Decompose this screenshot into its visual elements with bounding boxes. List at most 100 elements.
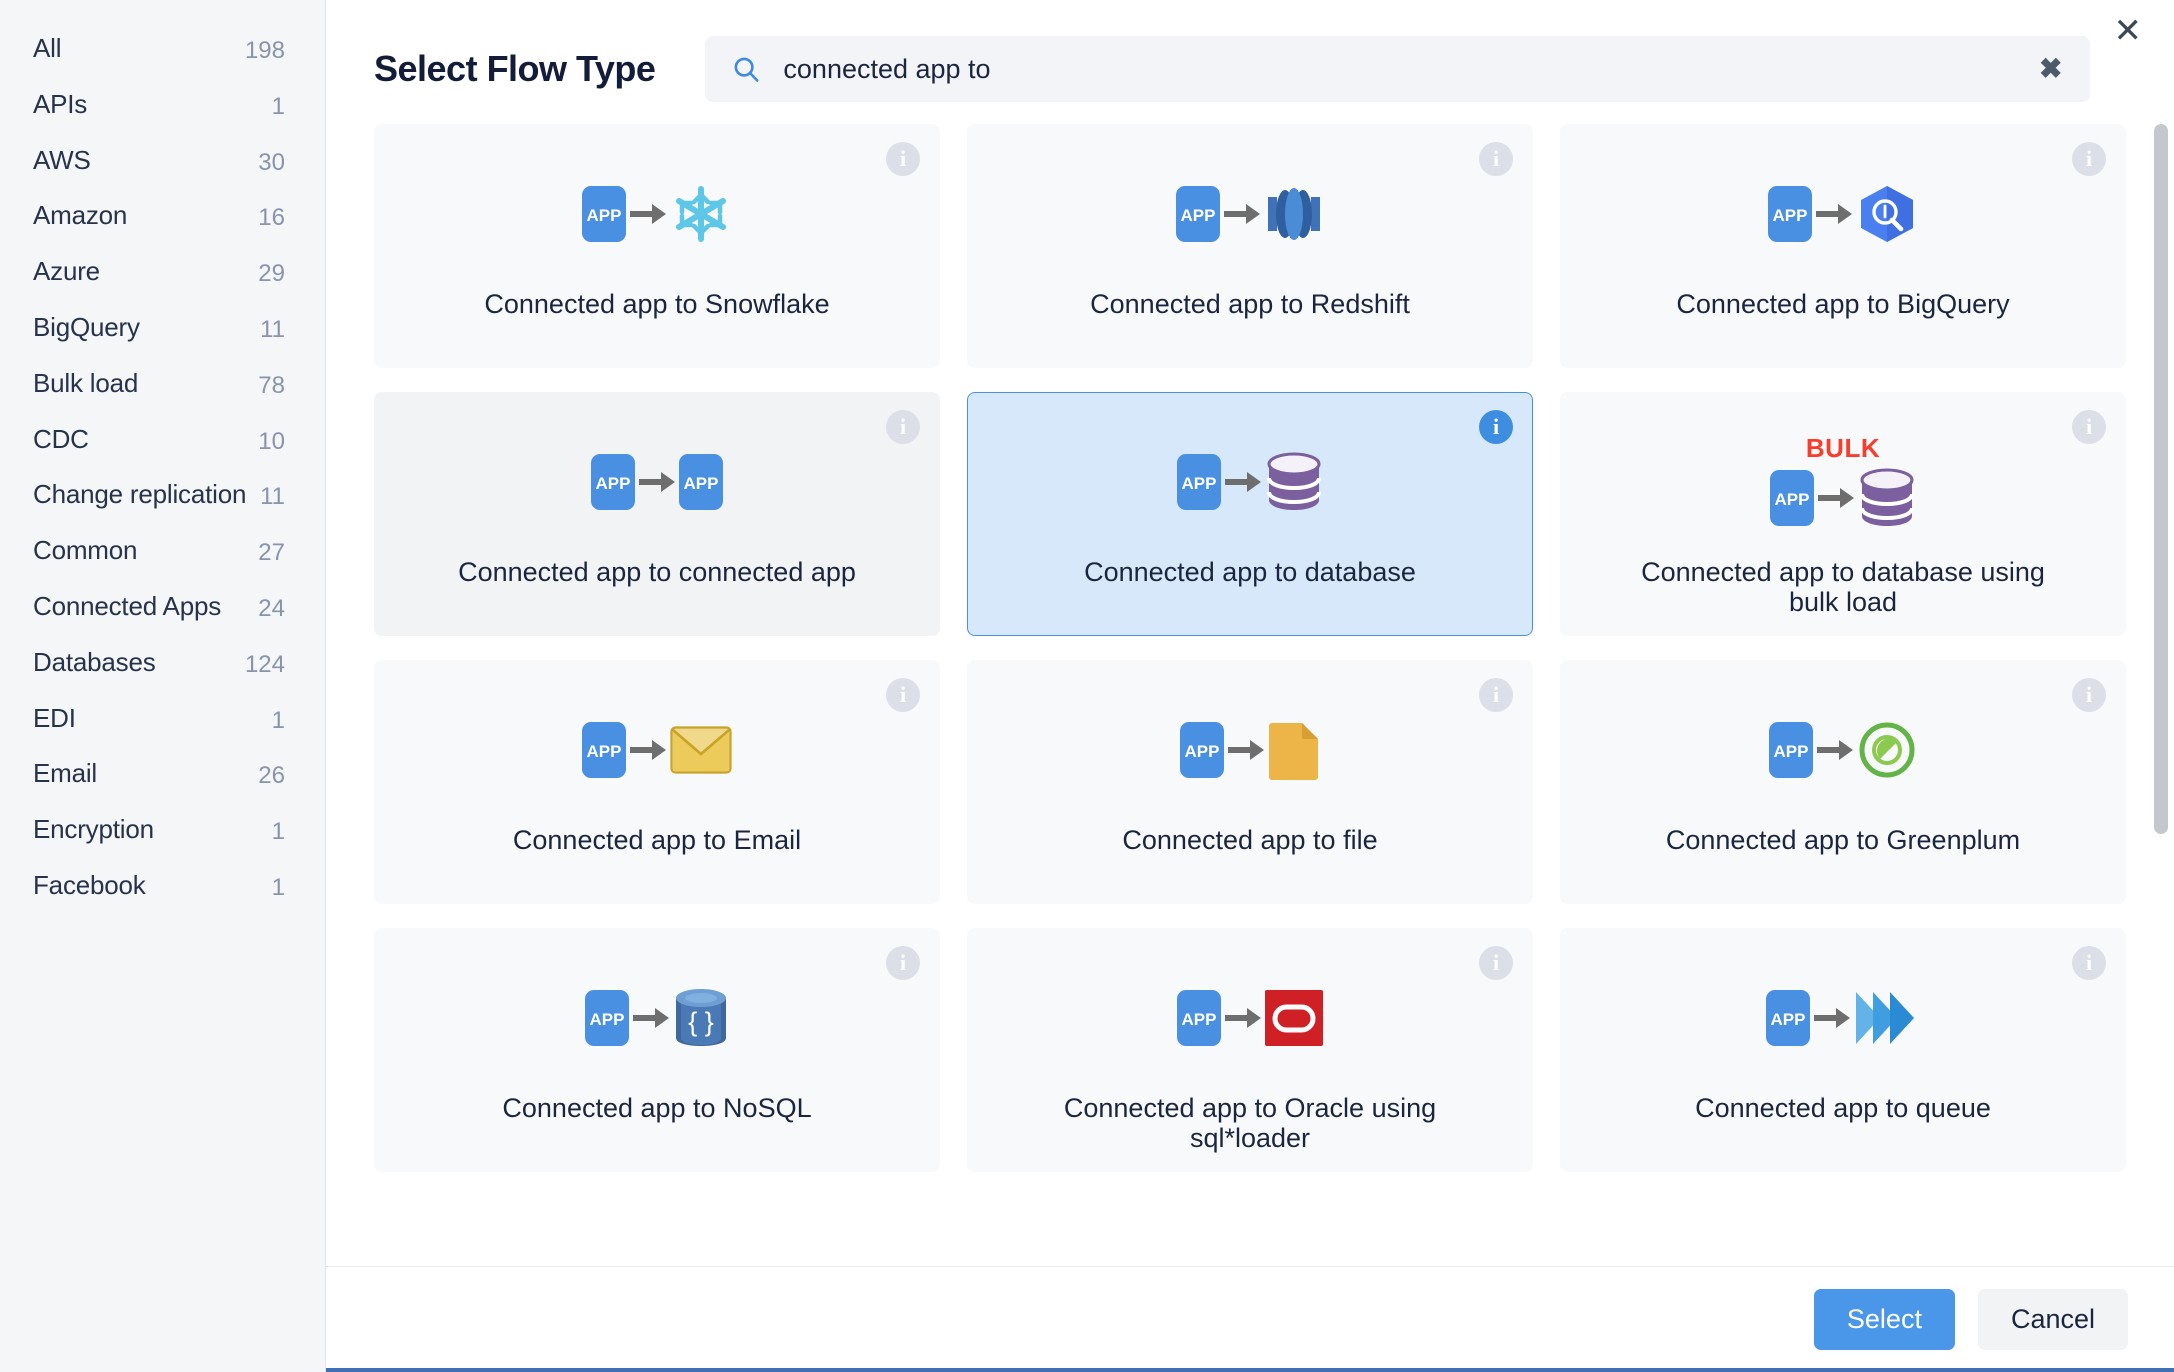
dialog-header: Select Flow Type ✖	[326, 0, 2174, 124]
sidebar-item-count: 29	[258, 260, 285, 288]
greenplum-icon	[1857, 720, 1917, 780]
sidebar-item-email[interactable]: Email 26	[0, 747, 325, 803]
flow-type-card[interactable]: i APP Connected app to file	[967, 660, 1533, 904]
info-icon[interactable]: i	[2072, 946, 2106, 980]
sidebar-item-label: Change replication	[33, 479, 247, 510]
flow-icons-row: APP	[1180, 720, 1320, 780]
sidebar-item-count: 16	[258, 204, 285, 232]
sidebar-item-count: 1	[271, 818, 285, 846]
app-icon: APP	[1180, 722, 1224, 778]
flow-type-card[interactable]: i APP Connected app to Redshift	[967, 124, 1533, 368]
sidebar-item-count: 11	[260, 315, 285, 343]
info-icon[interactable]: i	[886, 410, 920, 444]
flow-type-label: Connected app to database	[1084, 557, 1416, 587]
info-icon[interactable]: i	[2072, 142, 2106, 176]
sidebar-item-count: 24	[258, 594, 285, 622]
info-icon[interactable]: i	[2072, 410, 2106, 444]
database-icon	[1858, 467, 1916, 529]
select-button[interactable]: Select	[1813, 1288, 1955, 1351]
svg-text:APP: APP	[596, 474, 631, 493]
cancel-button[interactable]: Cancel	[1977, 1288, 2128, 1351]
sidebar-item-count: 10	[258, 427, 285, 455]
flow-type-label: Connected app to NoSQL	[502, 1093, 812, 1123]
sidebar-item-label: Encryption	[33, 814, 154, 845]
flow-type-card[interactable]: i APP Connected app to BigQuery	[1560, 124, 2126, 368]
oracle-icon	[1265, 990, 1323, 1046]
flow-type-label: Connected app to Greenplum	[1665, 825, 2021, 855]
flow-icons-row: APP	[1177, 451, 1323, 513]
app-icon: APP	[582, 722, 626, 778]
flow-type-label: Connected app to Oracle using sql*loader	[1063, 1093, 1437, 1154]
clear-search-icon[interactable]: ✖	[2038, 53, 2063, 84]
database-icon	[1265, 451, 1323, 513]
snowflake-icon	[670, 183, 732, 245]
svg-text:APP: APP	[1773, 206, 1808, 225]
flow-icons-row: APP	[1768, 184, 1918, 244]
vertical-scrollbar-thumb[interactable]	[2154, 124, 2168, 834]
flow-diagram: APP APP	[591, 423, 723, 541]
flow-type-card[interactable]: i APP { } Connected app to NoSQL	[374, 928, 940, 1172]
search-box[interactable]: ✖	[705, 36, 2091, 102]
info-icon[interactable]: i	[1479, 410, 1513, 444]
dialog-footer: Select Cancel	[326, 1266, 2174, 1372]
flow-icons-row: APP	[1770, 467, 1916, 529]
sidebar-item-label: Email	[33, 758, 98, 789]
close-icon[interactable]: ✕	[2113, 12, 2143, 50]
flow-type-card[interactable]: i APP Connected app to Oracle using sql*…	[967, 928, 1533, 1172]
sidebar-item-label: Amazon	[33, 200, 128, 231]
sidebar-item-label: Databases	[33, 646, 156, 677]
info-icon[interactable]: i	[886, 678, 920, 712]
sidebar-item-label: APIs	[33, 88, 88, 119]
info-icon[interactable]: i	[1479, 678, 1513, 712]
info-icon[interactable]: i	[1479, 142, 1513, 176]
arrow-right-icon	[635, 469, 679, 495]
flow-type-label: Connected app to file	[1122, 825, 1378, 855]
queue-icon	[1854, 989, 1920, 1047]
bulk-badge: BULK	[1805, 433, 1881, 463]
svg-text:APP: APP	[1774, 742, 1809, 761]
flow-diagram: APP	[1180, 691, 1320, 809]
nosql-icon: { }	[673, 987, 729, 1049]
vertical-scrollbar[interactable]	[2154, 110, 2168, 1265]
flow-type-card[interactable]: i APP Connected app to Snowflake	[374, 124, 940, 368]
app-icon: APP	[1177, 990, 1221, 1046]
flow-type-card[interactable]: i APP Connected app to database	[967, 392, 1533, 636]
sidebar-item-count: 27	[258, 539, 285, 567]
info-icon[interactable]: i	[2072, 678, 2106, 712]
arrow-right-icon	[1220, 201, 1264, 227]
flow-icons-row: APP { }	[585, 987, 729, 1049]
flow-type-card[interactable]: i APP Connected app to queue	[1560, 928, 2126, 1172]
info-icon[interactable]: i	[1479, 946, 1513, 980]
flow-type-card[interactable]: i APP Connected app to Greenplum	[1560, 660, 2126, 904]
arrow-right-icon	[629, 1005, 673, 1031]
info-icon[interactable]: i	[886, 946, 920, 980]
flow-type-label: Connected app to database using bulk loa…	[1641, 557, 2045, 618]
flow-icons-row: APP	[1766, 989, 1920, 1047]
sidebar-item-label: Facebook	[33, 869, 146, 900]
app-icon: APP	[1766, 990, 1810, 1046]
info-icon[interactable]: i	[886, 142, 920, 176]
sidebar-item-count: 26	[258, 762, 285, 790]
search-input[interactable]	[783, 53, 2033, 85]
sidebar-item-encryption[interactable]: Encryption 1	[0, 803, 325, 859]
sidebar-item-amazon[interactable]: Amazon 16	[0, 189, 325, 245]
flow-type-card[interactable]: i APP Connected app to Email	[374, 660, 940, 904]
